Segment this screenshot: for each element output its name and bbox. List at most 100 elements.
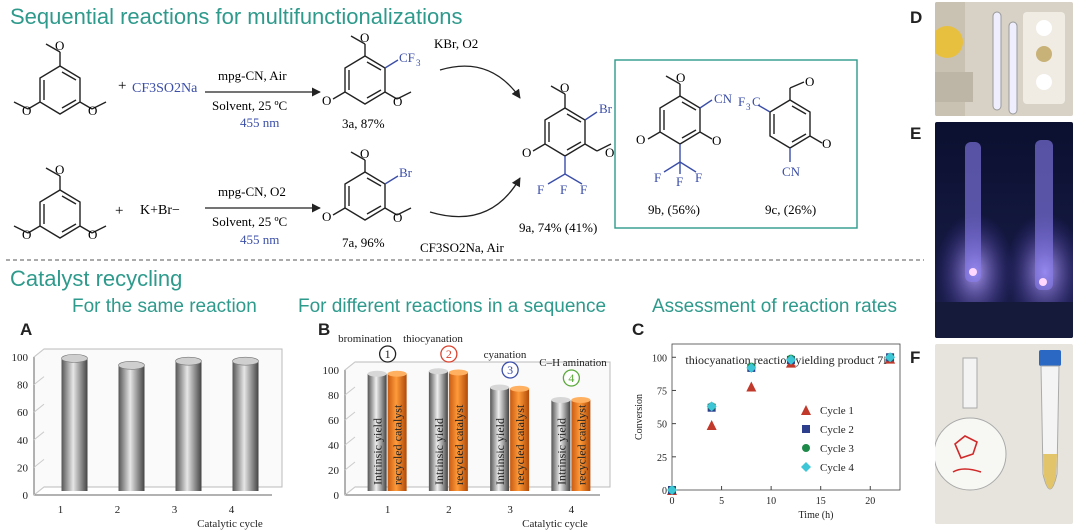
- arrow-bottom-reagent: CF3SO2Na, Air: [420, 240, 504, 255]
- arrow-top-reagent: KBr, O2: [434, 36, 478, 51]
- panel-label-e: E: [910, 124, 922, 143]
- chart-b-cycle-number: 1: [385, 347, 391, 361]
- chart-b-y-tick: 0: [334, 490, 340, 502]
- scheme-title: Sequential reactions for multifunctional…: [10, 4, 463, 29]
- chart-b-x-tick: 2: [446, 504, 452, 516]
- chart-b-reaction-label: thiocyanation: [403, 333, 463, 345]
- chart-b-series-label: Intrinsic yield: [371, 418, 385, 485]
- chart-b-bar: [428, 371, 448, 491]
- panel-label-c: C: [632, 320, 645, 339]
- chart-b-gridline: [344, 436, 356, 446]
- reaction1-condition-1: mpg-CN, Air: [218, 68, 287, 83]
- svg-text:3: 3: [746, 102, 751, 112]
- svg-text:CF: CF: [399, 50, 415, 65]
- reaction2-light: 455 nm: [240, 232, 279, 247]
- chart-b-bar: [367, 373, 387, 491]
- chart-a-bar: [175, 361, 202, 491]
- chart-b-gridline: [344, 386, 356, 396]
- svg-text:O: O: [605, 145, 614, 160]
- chart-b-y-tick: 60: [328, 415, 340, 427]
- panel-label-b: B: [318, 320, 331, 339]
- products-box: [614, 59, 858, 229]
- chart-b-cycle-number: 2: [446, 347, 452, 361]
- molecule-9c: [757, 81, 823, 162]
- chart-b-y-tick: 40: [328, 440, 340, 452]
- chart-a-bar-top: [61, 354, 88, 363]
- chart-a-x-tick: 2: [115, 504, 121, 516]
- product-9c-label: 9c, (26%): [765, 202, 816, 217]
- molecule-9a: [532, 85, 612, 185]
- svg-text:O: O: [88, 227, 97, 242]
- svg-text:O: O: [712, 133, 721, 148]
- panel-label-f: F: [910, 348, 921, 367]
- chart-b-x-tick: 4: [569, 504, 575, 516]
- svg-text:CN: CN: [782, 164, 801, 179]
- chart-b-bar-top: [551, 397, 571, 403]
- chart-b-bar-top: [367, 370, 387, 377]
- chart-a-bar: [118, 365, 145, 491]
- chart-a-gridline: [33, 348, 45, 358]
- subtitle-c: Assessment of reaction rates: [652, 296, 897, 317]
- chart-a-gridline: [33, 376, 45, 385]
- chart-c-y-tick: 75: [657, 386, 667, 397]
- chart-a-bar: [232, 361, 259, 491]
- chart-a-xlabel: Catalytic cycle: [197, 518, 263, 530]
- chart-c-x-tick: 5: [719, 496, 724, 507]
- chart-a-x-tick: 3: [172, 504, 178, 516]
- reaction1-condition-2: Solvent, 25 ºC: [212, 98, 287, 113]
- svg-text:O: O: [560, 80, 569, 95]
- chart-b-cycle-circle: [501, 361, 519, 379]
- chart-a-y-tick: 100: [12, 352, 29, 364]
- svg-text:O: O: [636, 132, 645, 147]
- svg-text:O: O: [55, 162, 64, 177]
- chart-b-x-tick: 3: [507, 504, 513, 516]
- chart-b-series-label: recycled catalyst: [574, 404, 588, 485]
- chart-c-legend-label: Cycle 4: [820, 462, 854, 474]
- product-3a-label: 3a, 87%: [342, 116, 385, 131]
- chart-c-point: [706, 419, 717, 430]
- svg-text:3: 3: [416, 58, 421, 68]
- chart-c-legend-marker: [801, 462, 811, 472]
- svg-text:O: O: [22, 103, 31, 118]
- svg-text:O: O: [360, 146, 369, 161]
- svg-text:F: F: [695, 170, 702, 185]
- svg-text:O: O: [322, 93, 331, 108]
- chart-b-bar: [510, 388, 530, 491]
- chart-a-gridline: [33, 459, 45, 468]
- chart-b-reaction-label: cyanation: [484, 349, 527, 361]
- svg-text:O: O: [393, 94, 402, 109]
- svg-text:F: F: [537, 182, 544, 197]
- svg-text:F: F: [580, 182, 587, 197]
- chart-a-y-tick: 80: [17, 380, 29, 392]
- chart-b-x-tick: 1: [385, 504, 391, 516]
- svg-text:O: O: [522, 145, 531, 160]
- chart-c-legend-marker: [802, 425, 810, 433]
- chart-a-y-tick: 40: [17, 435, 29, 447]
- chart-a-x-tick: 1: [58, 504, 64, 516]
- chart-b-gridline: [344, 361, 356, 371]
- chart-b-bar: [448, 372, 468, 491]
- chart-c-x-tick: 0: [670, 496, 675, 507]
- chart-c-point: [746, 362, 757, 373]
- svg-text:O: O: [676, 70, 685, 85]
- chart-c-legend-label: Cycle 3: [820, 443, 854, 455]
- chart-b-bar: [551, 400, 571, 491]
- molecule-trimethoxybenzene-top: [13, 43, 107, 115]
- chart-a-y-tick: 20: [17, 462, 29, 474]
- chart-b-bar-top: [571, 397, 591, 403]
- chart-c-point: [706, 401, 717, 412]
- chart-b-bar: [490, 387, 510, 491]
- chart-c-x-tick: 10: [766, 496, 776, 507]
- chart-a-y-tick: 60: [17, 407, 29, 419]
- svg-text:F: F: [676, 174, 683, 189]
- molecule-9b: [647, 75, 713, 174]
- chart-b-bar-top: [428, 368, 448, 375]
- chart-a-bar-top: [232, 356, 259, 366]
- photo-d-vials: [935, 2, 1073, 116]
- chart-c-point: [746, 381, 757, 392]
- svg-text:O: O: [822, 136, 831, 151]
- chart-a-y-tick: 0: [23, 490, 29, 502]
- chart-b-gridline: [344, 461, 356, 471]
- chart-b-reaction-label: bromination: [338, 333, 392, 345]
